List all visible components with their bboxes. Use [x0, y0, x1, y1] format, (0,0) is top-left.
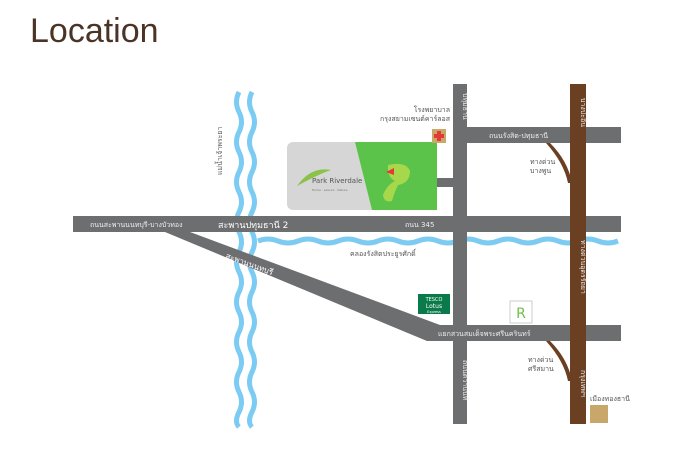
flag-icon	[386, 168, 394, 175]
bridge-2-label: สะพานปทุมธานี 2	[218, 220, 288, 231]
expressway-bottom-label: กรุงเทพฯ	[579, 370, 587, 397]
svg-text:ทางด่วน: ทางด่วน	[528, 356, 553, 364]
svg-text:R: R	[516, 306, 526, 322]
page-title: Location	[30, 12, 159, 50]
expressway	[546, 84, 586, 424]
svg-text:TESCO: TESCO	[425, 297, 443, 303]
road-north-label: ปทุมธานี	[461, 93, 469, 120]
canal-label: คลองรังสิตประยูรศักดิ์	[350, 248, 417, 258]
hospital-label: กรุงสยามเซนต์คาร์ลอส	[380, 115, 451, 123]
svg-text:โรงพยาบาล: โรงพยาบาล	[414, 105, 450, 114]
muangthong-marker	[590, 405, 608, 423]
road-345-label: ถนน 345	[405, 221, 434, 229]
river-label: แม่น้ำเจ้าพระยา	[213, 126, 224, 175]
svg-text:ทางด่วน: ทางด่วน	[530, 158, 555, 166]
tesco-lotus-logo	[418, 294, 450, 314]
expressway-top-label: บางปะอิน	[579, 98, 587, 127]
project-name: Park Riverdale	[312, 177, 362, 185]
svg-text:Express: Express	[427, 310, 441, 314]
exit-bangphun-label: บางพูน	[530, 167, 551, 175]
r-logo	[509, 300, 533, 324]
road-tiwanon-label: ถนนติวานนท์	[461, 360, 469, 401]
svg-text:Lotus: Lotus	[426, 303, 442, 310]
road-rangsit-label: ถนนรังสิต-ปทุมธานี	[489, 132, 548, 140]
expressway-mid-label: ทางด่วนอุดรรัถยา	[579, 240, 587, 294]
project-tagline: Home · Leisure · Nature	[312, 188, 348, 192]
junction-label: แยกสวนสมเด็จพระศรีนครินทร์	[438, 329, 531, 338]
exit-srisaman-label: ศรีสมาน	[528, 365, 554, 373]
road-west-label: ถนนสะพานนนทบุรี-บางบัวทอง	[90, 221, 183, 229]
muangthong-label: เมืองทองธานี	[590, 395, 630, 403]
park-riverdale-logo	[297, 169, 331, 186]
